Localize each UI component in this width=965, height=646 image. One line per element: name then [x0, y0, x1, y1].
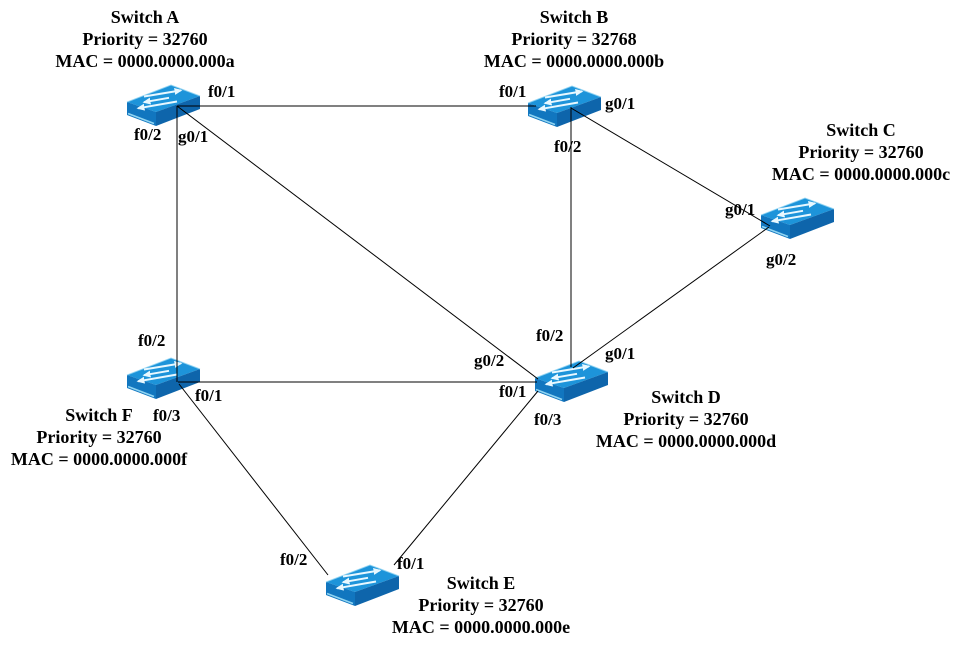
switch-name-label: Switch C	[826, 120, 896, 140]
link-d-e	[393, 390, 539, 566]
switch-priority-label: Priority = 32760	[798, 142, 924, 162]
port-label-d-f0-1: f0/1	[499, 382, 527, 401]
switch-mac-label: MAC = 0000.0000.000d	[595, 431, 777, 451]
port-label-c-g0-1: g0/1	[725, 200, 756, 219]
switch-priority-label: Priority = 32760	[82, 29, 208, 49]
switch-mac-label: MAC = 0000.0000.000b	[483, 51, 665, 71]
switch-c-icon	[757, 195, 837, 241]
port-label-b-f0-2: f0/2	[554, 137, 582, 156]
port-label-d-f0-2: f0/2	[536, 326, 564, 345]
switch-name-label: Switch A	[110, 7, 180, 27]
switch-e-icon	[322, 562, 402, 608]
port-label-f-f0-3: f0/3	[153, 406, 181, 425]
port-label-e-f0-1: f0/1	[397, 554, 425, 573]
port-label-c-g0-2: g0/2	[766, 250, 797, 269]
port-label-f-f0-1: f0/1	[195, 386, 223, 405]
switch-mac-label: MAC = 0000.0000.000c	[771, 164, 951, 184]
port-label-e-f0-2: f0/2	[280, 550, 308, 569]
switch-priority-label: Priority = 32768	[511, 29, 637, 49]
port-label-a-g0-1: g0/1	[178, 127, 209, 146]
switch-priority-label: Priority = 32760	[36, 427, 162, 447]
switch-priority-label: Priority = 32760	[623, 409, 749, 429]
port-label-b-f0-1: f0/1	[499, 82, 527, 101]
port-label-d-f0-3: f0/3	[534, 410, 562, 429]
switch-mac-label: MAC = 0000.0000.000e	[391, 617, 571, 637]
port-label-b-g0-1: g0/1	[605, 94, 636, 113]
link-c-d	[572, 226, 770, 369]
switch-a-icon	[123, 82, 203, 128]
port-label-d-g0-1: g0/1	[605, 344, 636, 363]
link-a-d	[176, 105, 539, 380]
link-f-e	[178, 383, 329, 576]
switch-b-icon	[524, 83, 604, 129]
switch-name-label: Switch B	[539, 7, 609, 27]
port-label-a-f0-2: f0/2	[134, 125, 162, 144]
switch-name-label: Switch E	[446, 573, 516, 593]
switch-mac-label: MAC = 0000.0000.000f	[10, 449, 188, 469]
switch-priority-label: Priority = 32760	[418, 595, 544, 615]
port-label-d-g0-2: g0/2	[474, 351, 505, 370]
port-label-f-f0-2: f0/2	[138, 331, 166, 350]
port-label-a-f0-1: f0/1	[208, 82, 236, 101]
switch-name-label: Switch F	[65, 405, 133, 425]
switch-name-label: Switch D	[651, 387, 721, 407]
switch-mac-label: MAC = 0000.0000.000a	[55, 51, 235, 71]
switch-f-icon	[123, 355, 203, 401]
